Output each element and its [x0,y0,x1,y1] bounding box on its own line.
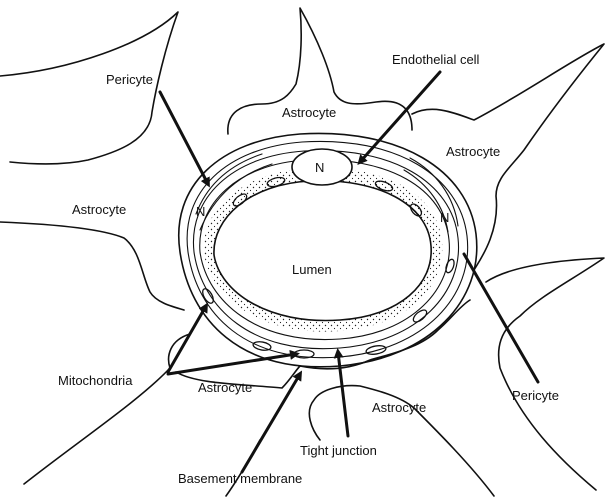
label-astrocyte-bottom-right: Astrocyte [372,400,426,415]
mitochondrion [411,308,428,324]
label-astrocyte-bottom-left: Astrocyte [198,380,252,395]
label-astrocyte-left: Astrocyte [72,202,126,217]
astrocyte-far-right-process [486,258,604,490]
arrow-endothelial-cell [360,72,440,162]
lumen-boundary [214,181,431,321]
astrocyte-outlines [0,8,604,496]
label-endothelial-cell: Endothelial cell [392,52,480,67]
astrocyte-left-process [0,222,184,310]
arrow-pericyte-top [160,92,208,184]
label-astrocyte-right: Astrocyte [446,144,500,159]
label-nucleus-right: N [440,210,449,225]
arrow-mitochondria-lower [168,354,296,374]
astrocyte-top-left-process [0,12,178,164]
mitochondrion [365,344,386,355]
mitochondrion [444,258,455,274]
label-astrocyte-top: Astrocyte [282,105,336,120]
arrow-pericyte-right [464,254,538,382]
label-basement-membrane: Basement membrane [178,471,302,486]
label-mitochondria: Mitochondria [58,373,133,388]
label-nucleus-left: N [196,204,205,219]
labels: Pericyte Endothelial cell Astrocyte Astr… [58,52,559,486]
capillary-ring-4 [200,160,450,340]
label-pericyte-right: Pericyte [512,388,559,403]
arrow-mitochondria-upper [168,306,206,372]
label-lumen: Lumen [292,262,332,277]
label-nucleus-center: N [315,160,324,175]
label-tight-junction: Tight junction [300,443,377,458]
mitochondrion [252,340,271,351]
basement-membrane-stipple [204,168,443,332]
label-pericyte-top: Pericyte [106,72,153,87]
